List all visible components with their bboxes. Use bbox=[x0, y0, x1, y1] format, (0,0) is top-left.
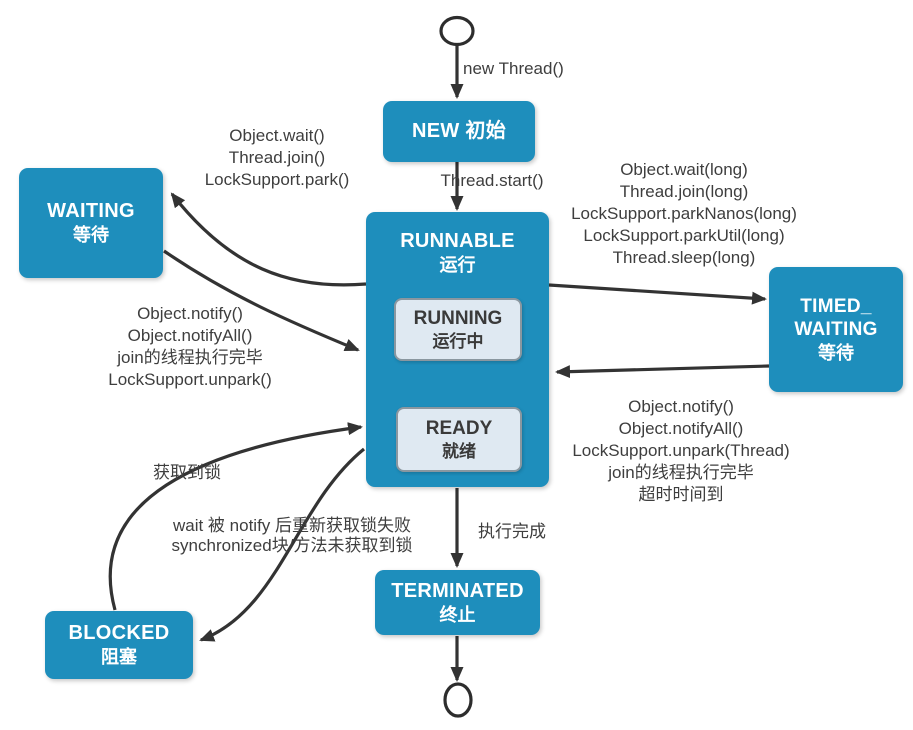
edge-label-line: Object.wait() bbox=[229, 126, 325, 145]
edge-label-to-waiting: Object.wait() Thread.join() LockSupport.… bbox=[205, 125, 350, 191]
edge-label-line: Thread.sleep(long) bbox=[612, 248, 756, 267]
state-new: NEW 初始 bbox=[383, 101, 535, 162]
edge-label-line: 超时时间到 bbox=[638, 485, 724, 504]
state-terminated-label: TERMINATED bbox=[391, 579, 524, 602]
state-running-sublabel: 运行中 bbox=[432, 331, 484, 351]
state-timed-waiting-label-1: TIMED_ bbox=[800, 295, 872, 317]
state-blocked-label: BLOCKED bbox=[68, 622, 170, 645]
edge-label-line: Object.notify() bbox=[137, 304, 243, 323]
state-ready-sublabel: 就绪 bbox=[442, 441, 476, 461]
state-terminated-sublabel: 终止 bbox=[439, 604, 476, 625]
state-runnable-sublabel: 运行 bbox=[439, 255, 476, 275]
edge-label-line: wait 被 notify 后重新获取锁失败 bbox=[172, 516, 412, 535]
edge-label-line: LockSupport.park() bbox=[204, 170, 350, 189]
edge-blocked-to-runnable bbox=[108, 422, 363, 611]
state-timed-waiting: TIMED_ WAITING 等待 bbox=[769, 267, 903, 392]
edge-label-line: synchronized块/方法未获取到锁 bbox=[171, 536, 413, 555]
edge-label-to-blocked: wait 被 notify 后重新获取锁失败 synchronized块/方法未… bbox=[172, 516, 413, 556]
edge-label-acquire-lock: 获取到锁 bbox=[153, 463, 221, 482]
state-waiting: WAITING 等待 bbox=[19, 168, 163, 278]
edge-label-line: LockSupport.parkNanos(long) bbox=[571, 204, 797, 223]
edge-runnable-to-blocked bbox=[199, 447, 366, 642]
state-running: RUNNING 运行中 bbox=[394, 298, 522, 361]
edge-label-line: Thread.join(long) bbox=[619, 182, 749, 201]
state-timed-waiting-sublabel: 等待 bbox=[818, 343, 854, 363]
edge-runnable-to-timedwaiting bbox=[548, 283, 767, 305]
edge-label-done: 执行完成 bbox=[478, 522, 546, 541]
state-terminated: TERMINATED 终止 bbox=[375, 570, 540, 635]
state-blocked: BLOCKED 阻塞 bbox=[45, 611, 193, 679]
edge-label-line: join的线程执行完毕 bbox=[117, 348, 263, 367]
edge-label-to-timed-waiting: Object.wait(long) Thread.join(long) Lock… bbox=[571, 159, 797, 269]
state-ready-label: READY bbox=[425, 418, 493, 439]
state-runnable-label: RUNNABLE bbox=[400, 230, 515, 252]
edge-label-thread-start: Thread.start() bbox=[440, 171, 544, 190]
edge-label-from-timed-waiting: Object.notify() Object.notifyAll() LockS… bbox=[572, 396, 789, 506]
edge-label-line: Object.notify() bbox=[628, 397, 734, 416]
edge-label-line: LockSupport.parkUtil(long) bbox=[583, 226, 785, 245]
edge-label-line: LockSupport.unpark() bbox=[108, 370, 272, 389]
edge-timedwaiting-to-runnable bbox=[555, 364, 770, 379]
state-new-label: NEW 初始 bbox=[411, 120, 507, 142]
edge-waiting-to-runnable bbox=[163, 249, 360, 352]
state-ready: READY 就绪 bbox=[396, 407, 522, 472]
start-node bbox=[439, 15, 475, 47]
edge-label-new-thread: new Thread() bbox=[463, 59, 564, 78]
edge-label-line: Object.notifyAll() bbox=[618, 419, 744, 438]
edge-label-line: Object.wait(long) bbox=[620, 160, 748, 179]
edge-label-line: LockSupport.unpark(Thread) bbox=[572, 441, 790, 460]
state-timed-waiting-label-2: WAITING bbox=[794, 319, 878, 341]
edge-label-line: Thread.join() bbox=[228, 148, 326, 167]
state-waiting-sublabel: 等待 bbox=[73, 225, 109, 246]
edge-label-line: join的线程执行完毕 bbox=[608, 463, 754, 482]
edge-label-line: Object.notifyAll() bbox=[127, 326, 253, 345]
edge-runnable-to-waiting bbox=[170, 192, 367, 287]
end-node bbox=[443, 682, 473, 718]
state-waiting-label: WAITING bbox=[47, 200, 135, 223]
state-blocked-sublabel: 阻塞 bbox=[101, 647, 137, 668]
state-running-label: RUNNING bbox=[413, 308, 503, 329]
edge-label-from-waiting: Object.notify() Object.notifyAll() join的… bbox=[108, 303, 271, 391]
